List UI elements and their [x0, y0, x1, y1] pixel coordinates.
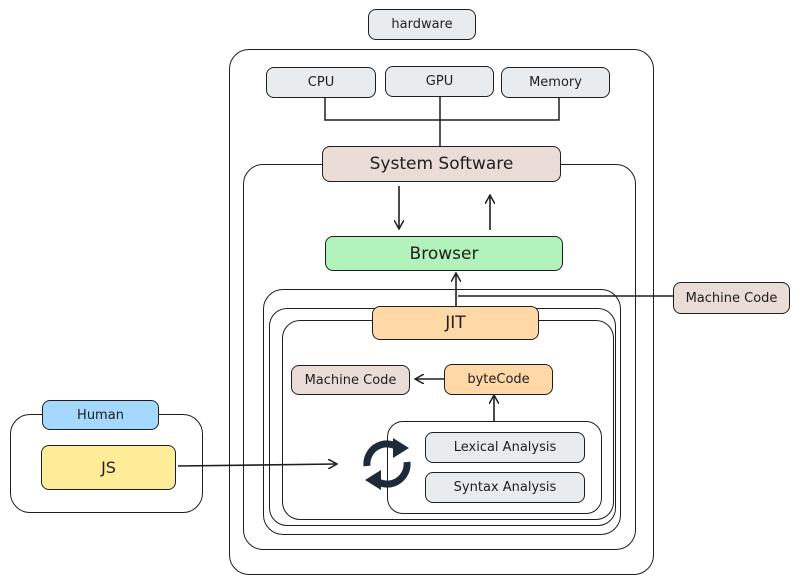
refresh-cycle-icon	[363, 438, 411, 490]
hardware-label: hardware	[368, 9, 476, 40]
lexical-analysis-box: Lexical Analysis	[425, 432, 585, 463]
arrow-js-to-engine	[177, 464, 336, 466]
browser-frame	[263, 289, 621, 535]
syntax-analysis-box: Syntax Analysis	[425, 472, 585, 503]
machine-code-external-box: Machine Code	[673, 282, 790, 314]
browser-box: Browser	[325, 236, 563, 271]
bytecode-box: byteCode	[444, 364, 553, 395]
analysis-frame	[387, 421, 602, 514]
machine-code-box: Machine Code	[291, 365, 410, 395]
system-software-box: System Software	[322, 146, 561, 182]
cpu-box: CPU	[266, 67, 376, 98]
gpu-box: GPU	[385, 66, 494, 97]
hardware-frame	[229, 49, 654, 575]
jit-box: JIT	[372, 306, 539, 340]
memory-box: Memory	[501, 67, 610, 98]
hardware-bracket	[324, 97, 560, 121]
js-box: JS	[41, 445, 176, 490]
human-label: Human	[42, 400, 159, 430]
